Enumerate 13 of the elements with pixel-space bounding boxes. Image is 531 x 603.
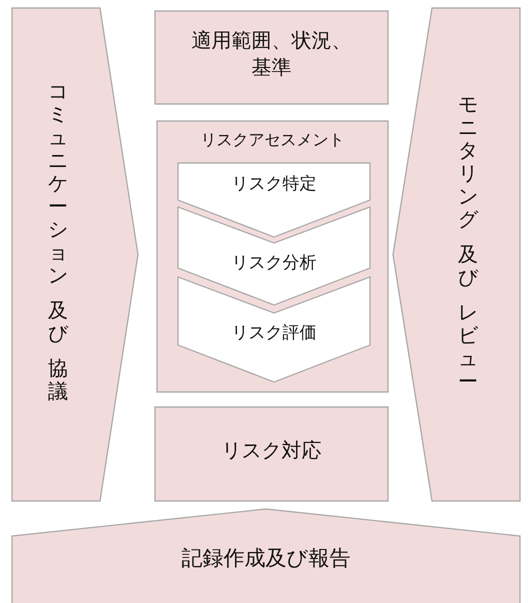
node-label: コミュニケーション (47, 80, 69, 287)
node-label: 協議 (47, 357, 69, 403)
node-label: モニタリング (457, 93, 479, 231)
node-label: リスク分析 (230, 252, 318, 275)
node-label: 記録作成及び報告 (180, 545, 352, 572)
panel-heading: リスクアセスメント (200, 129, 346, 151)
node-label: リスク評価 (230, 322, 318, 345)
node-label: リスク対応 (220, 437, 322, 464)
node-label: 及び (47, 299, 69, 345)
node-label: 及び (457, 243, 479, 289)
node-label: 適用範囲、状況、基準 (190, 27, 352, 81)
node-label: リスク特定 (230, 173, 318, 196)
node-label: レビュー (457, 301, 479, 393)
